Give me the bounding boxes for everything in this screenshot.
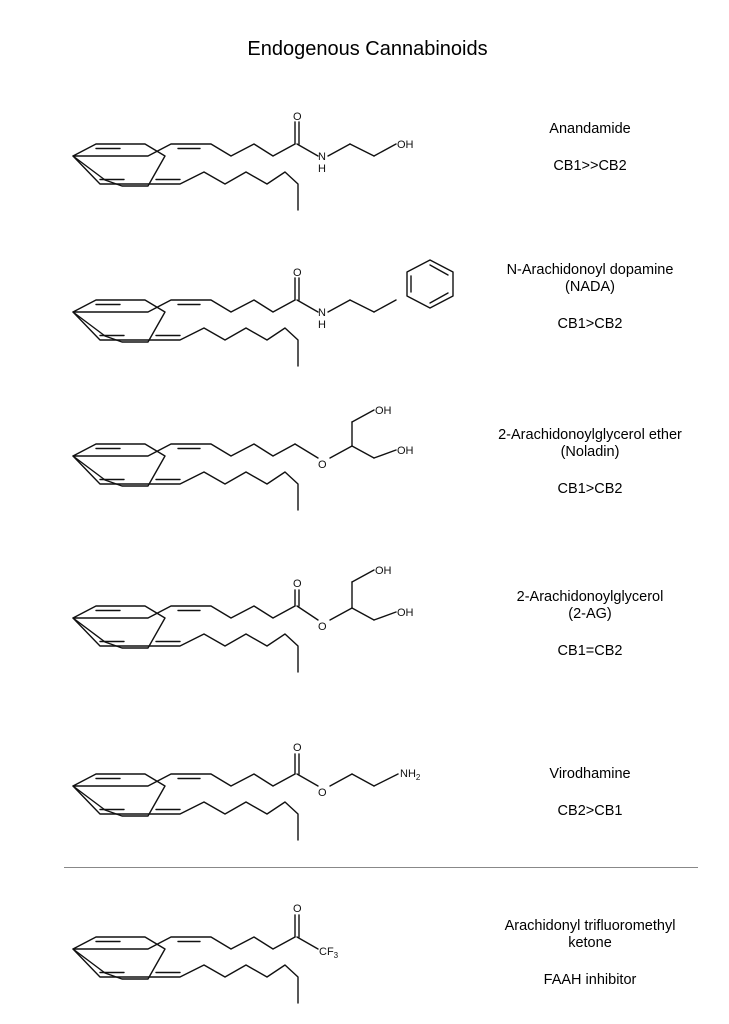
atom-label-OH: OH (375, 565, 392, 577)
head-group: O N H (293, 259, 454, 331)
compound-name: Virodhamine (549, 766, 631, 782)
arachidonyl-chain (72, 143, 299, 211)
structure-nada: O N H (60, 256, 480, 386)
atom-label-N: N (318, 151, 326, 163)
atom-label-H: H (318, 163, 326, 175)
atom-label-O: O (293, 742, 302, 754)
section-divider (64, 867, 698, 868)
atom-label-H: H (318, 319, 326, 331)
compound-info-nada: N-Arachidonoyl dopamine (NADA) CB1>CB2 (470, 262, 710, 333)
compound-name: Anandamide (549, 121, 631, 137)
atom-label-O: O (293, 111, 302, 123)
structure-arachidonyl-trifluoromethyl-ketone: O CF3 (60, 893, 480, 1023)
head-group: O N H OH (293, 111, 414, 175)
compound-info-anandamide: Anandamide CB1>>CB2 (470, 121, 710, 175)
receptor-affinity: CB2>CB1 (557, 803, 623, 819)
receptor-affinity: CB1>>CB2 (553, 158, 627, 174)
atom-label-O: O (293, 267, 302, 279)
atom-label-OH: OH (397, 139, 414, 151)
head-group: O O OH OH (293, 565, 414, 633)
receptor-affinity: FAAH inhibitor (543, 972, 637, 988)
atom-label-OH: OH (375, 405, 392, 417)
atom-label-O: O (318, 621, 327, 633)
compound-name: Arachidonyl trifluoromethyl ketone (504, 918, 676, 951)
head-group: O O NH2 (293, 742, 421, 799)
compound-info-trifluoromethyl-ketone: Arachidonyl trifluoromethyl ketone FAAH … (470, 918, 710, 989)
compound-name: 2-Arachidonoylglycerol ether (Noladin) (498, 427, 682, 460)
atom-label-NH2: NH2 (400, 768, 421, 782)
arachidonyl-chain (72, 443, 299, 511)
arachidonyl-chain (72, 605, 299, 673)
head-group: O OH OH (294, 405, 414, 471)
atom-label-N: N (318, 307, 326, 319)
arachidonyl-chain (72, 773, 299, 841)
receptor-affinity: CB1>CB2 (557, 316, 623, 332)
structure-noladin: O OH OH (60, 400, 480, 530)
structure-anandamide: O N H OH (60, 100, 480, 230)
atom-label-CF3: CF3 (319, 946, 339, 960)
compound-name: N-Arachidonoyl dopamine (NADA) (506, 262, 674, 295)
structure-2-ag: O O OH OH (60, 562, 480, 692)
atom-label-OH: OH (397, 445, 414, 457)
atom-label-O: O (318, 459, 327, 471)
receptor-affinity: CB1=CB2 (557, 643, 623, 659)
receptor-affinity: CB1>CB2 (557, 481, 623, 497)
compound-info-noladin: 2-Arachidonoylglycerol ether (Noladin) C… (470, 427, 710, 498)
compound-name: 2-Arachidonoylglycerol (2-AG) (516, 589, 664, 622)
arachidonyl-chain (72, 299, 299, 367)
atom-label-O: O (318, 787, 327, 799)
atom-label-O: O (293, 578, 302, 590)
arachidonyl-chain (72, 936, 299, 1004)
atom-label-O: O (293, 903, 302, 915)
compound-info-2-ag: 2-Arachidonoylglycerol (2-AG) CB1=CB2 (470, 589, 710, 660)
page-title: Endogenous Cannabinoids (247, 38, 488, 60)
atom-label-OH: OH (397, 607, 414, 619)
head-group: O CF3 (293, 903, 339, 960)
structure-virodhamine: O O NH2 (60, 730, 480, 860)
compound-info-virodhamine: Virodhamine CB2>CB1 (470, 766, 710, 820)
